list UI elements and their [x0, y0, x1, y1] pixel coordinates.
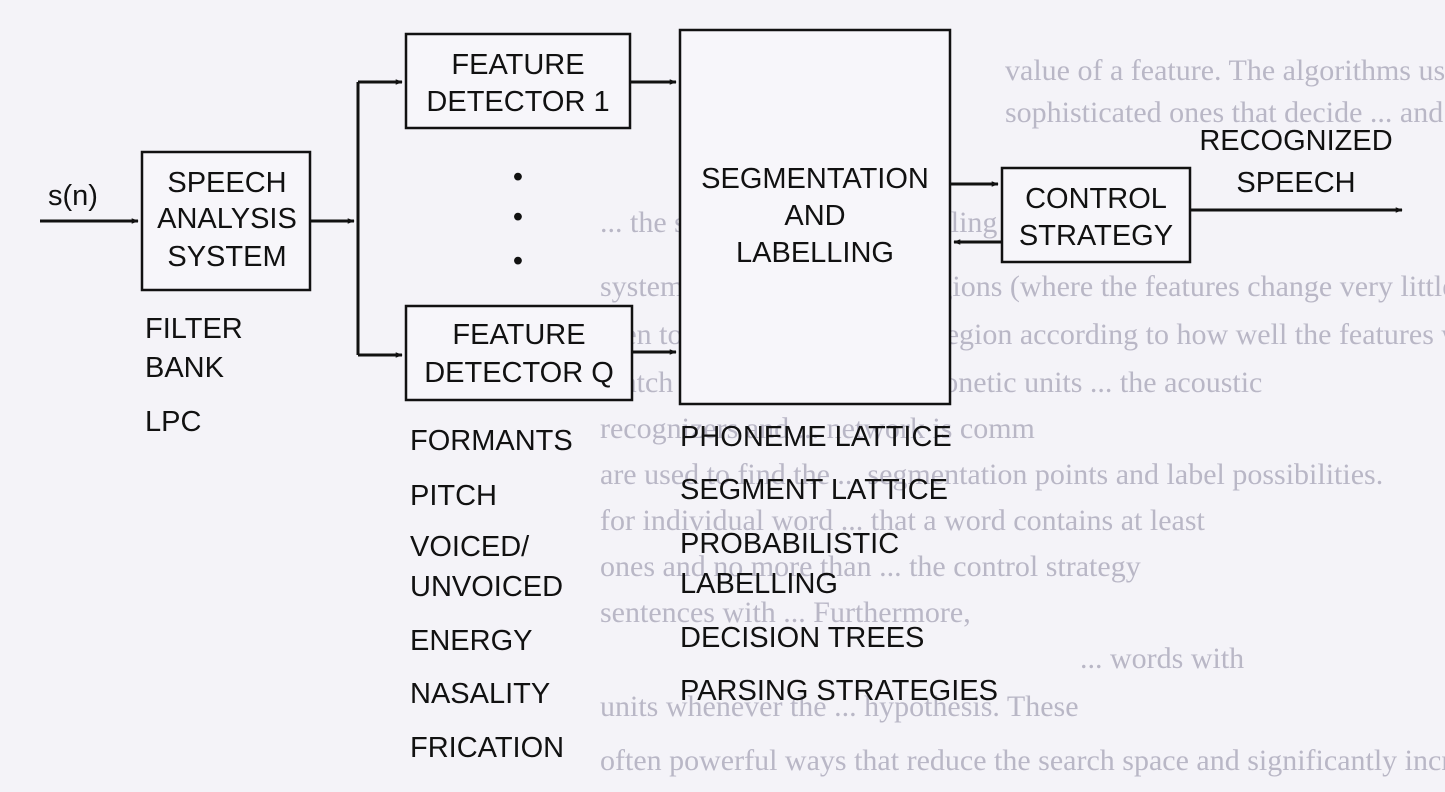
control-strategy-label-line1: CONTROL — [1025, 183, 1167, 215]
method-labelling: LABELLING — [680, 568, 838, 600]
ellipsis-dot-1: • — [513, 161, 523, 193]
feature-unvoiced: UNVOICED — [410, 571, 563, 603]
feature-voiced: VOICED/ — [410, 531, 530, 563]
method-segment-lattice: SEGMENT LATTICE — [680, 474, 948, 506]
bleed-line-12: sentences with ... Furthermore, — [600, 596, 971, 629]
bleed-line-8: recognizers and ... network is comm — [600, 412, 1035, 445]
feature-detector-q-label-line2: DETECTOR Q — [424, 357, 614, 389]
output-label-line1: RECOGNIZED — [1199, 125, 1392, 157]
feature-nasality: NASALITY — [410, 678, 550, 710]
bleed-line-1: value of a feature. The algorithms used … — [1005, 54, 1445, 87]
bleed-line-11: ones and no more than ... the control st… — [600, 550, 1141, 583]
method-phoneme-lattice: PHONEME LATTICE — [680, 421, 952, 453]
feature-frication: FRICATION — [410, 732, 564, 764]
ellipsis-dot-2: • — [513, 201, 523, 233]
output-label-line2: SPEECH — [1236, 167, 1355, 199]
analysis-method-lpc: LPC — [145, 406, 201, 438]
control-strategy-label-line2: STRATEGY — [1019, 220, 1173, 252]
feature-detector-1-label-line1: FEATURE — [451, 49, 584, 81]
analysis-method-filter: FILTER — [145, 313, 243, 345]
speech-analysis-system-box — [140, 150, 312, 292]
feature-detector-q-label-line1: FEATURE — [452, 319, 585, 351]
segmentation-label-line1: SEGMENTATION — [701, 163, 929, 195]
speech-analysis-label-line1: SPEECH — [167, 167, 286, 199]
analysis-method-bank: BANK — [145, 352, 225, 384]
segmentation-labelling-box — [678, 28, 952, 406]
bleed-line-10: for individual word ... that a word cont… — [600, 504, 1206, 537]
bleed-line-13: ... words with — [1080, 642, 1244, 675]
bleed-line-14: units whenever the ... hypothesis. These — [600, 690, 1079, 723]
feature-detector-q-box — [404, 304, 634, 402]
feature-pitch: PITCH — [410, 480, 497, 512]
bleed-line-15: often powerful ways that reduce the sear… — [600, 744, 1445, 777]
segmentation-label-line2: AND — [784, 200, 845, 232]
method-parsing-strategies: PARSING STRATEGIES — [680, 675, 998, 707]
input-signal-label: s(n) — [48, 180, 98, 212]
method-probabilistic: PROBABILISTIC — [680, 528, 899, 560]
method-decision-trees: DECISION TREES — [680, 622, 924, 654]
speech-analysis-label-line3: SYSTEM — [167, 241, 286, 273]
feature-detector-1-box — [404, 32, 632, 130]
bleed-line-2: sophisticated ones that decide ... and h… — [1005, 96, 1445, 129]
feature-energy: ENERGY — [410, 625, 532, 657]
segmentation-label-line3: LABELLING — [736, 237, 894, 269]
bleed-line-9: are used to find the ... segmentation po… — [600, 458, 1383, 491]
feature-formants: FORMANTS — [410, 425, 573, 457]
ellipsis-dot-3: • — [513, 245, 523, 277]
control-strategy-box — [1000, 166, 1192, 264]
feature-detector-1-label-line2: DETECTOR 1 — [426, 86, 609, 118]
speech-analysis-label-line2: ANALYSIS — [157, 203, 297, 235]
